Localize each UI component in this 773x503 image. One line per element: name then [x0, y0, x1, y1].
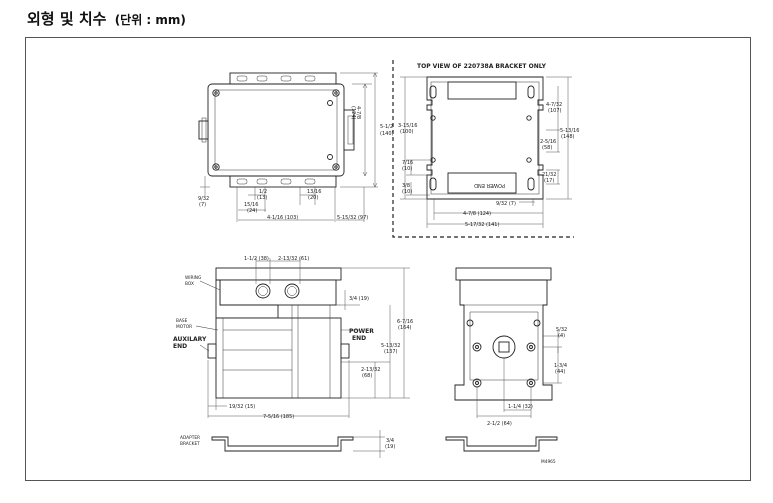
- adapter-bracket: [211, 436, 354, 452]
- dim-r2b: (58): [542, 145, 552, 151]
- label-power-2: END: [352, 335, 366, 342]
- power-connector: [340, 343, 350, 359]
- dim-side-t1: 1-1/2 (38): [244, 256, 269, 262]
- dim-l1: 3-15/16: [398, 123, 417, 129]
- dim-h1b: (124): [350, 106, 356, 119]
- dim-b2: 4-7/8 (124): [463, 211, 491, 217]
- dim-end-b2: 2-1/2 (64): [487, 421, 512, 427]
- dim-w3: 13/16: [307, 189, 321, 195]
- page-title: 외형 및 치수 (단위 : mm): [27, 8, 186, 29]
- bracket-bottom-block: [447, 172, 517, 194]
- label-aux-2: END: [173, 343, 187, 350]
- end-adapter-bracket: [445, 436, 558, 452]
- right-hub: [343, 109, 355, 151]
- dim-end-b1: 1-1/4 (32): [508, 404, 533, 410]
- top-right-view: TOP VIEW OF 220738A BRACKET ONLY POWER E…: [398, 63, 579, 228]
- label-power: POWER: [349, 328, 374, 335]
- dim-w4: 4-1/16 (103): [267, 215, 298, 221]
- dim-w5: 5-15/32 (97): [337, 215, 368, 221]
- dim-side-b2: 7-5/16 (185): [263, 414, 294, 420]
- dim-l1b: (100): [400, 129, 413, 135]
- end-body: [454, 279, 553, 401]
- dim-adapter-b: (19): [385, 444, 395, 450]
- side-body: [215, 317, 342, 399]
- drawing-code: M4965: [541, 459, 556, 465]
- dim-h1: 4-7/8: [355, 106, 361, 119]
- side-top-cap: [215, 267, 342, 281]
- wiring-box: [219, 279, 337, 306]
- label-base-2: MOTOR: [176, 324, 192, 330]
- dim-r4b: (17): [544, 178, 554, 184]
- dim-w3b: (20): [308, 195, 318, 201]
- dim-h3b: (7): [199, 202, 206, 208]
- dim-r4: 21/32: [542, 172, 556, 178]
- power-end-label: POWER END: [474, 182, 505, 188]
- dim-l3: 3/8: [402, 183, 410, 189]
- dim-r3b: (148): [561, 134, 574, 140]
- dim-side-m1: 3/4 (19): [349, 296, 369, 302]
- dim-h3: 9/32: [198, 196, 209, 202]
- bracket-caption: TOP VIEW OF 220738A BRACKET ONLY: [417, 63, 547, 70]
- dim-side-m4b: (164): [398, 325, 411, 331]
- dim-end-r2b: (44): [555, 369, 565, 375]
- dim-r2: 2-5/16: [540, 139, 556, 145]
- dim-h2: 5-1/2: [380, 124, 393, 130]
- actuator-body: [207, 83, 345, 177]
- aux-connector: [207, 343, 217, 359]
- left-shaft: [198, 120, 209, 140]
- label-adapter-2: BRACKET: [180, 441, 200, 447]
- dim-end-r2: 1-3/4: [554, 363, 567, 369]
- end-top-cap: [455, 267, 552, 281]
- dim-side-t2: 2-13/32 (61): [278, 256, 309, 262]
- title-unit: (단위 : mm): [114, 13, 186, 27]
- label-wiring: WIRING: [185, 275, 201, 281]
- dim-end-r1b: (4): [558, 333, 565, 339]
- bracket-separator: [392, 60, 574, 238]
- dim-l2: 7/16: [402, 160, 413, 166]
- top-left-view: 4-7/8 (124) 5-1/2 (140) 9/32 (7) 1/2 (13…: [198, 72, 393, 222]
- bottom-flange: [229, 174, 337, 188]
- dim-w1b: (13): [257, 195, 267, 201]
- dim-l3b: (10): [402, 189, 412, 195]
- top-flange: [229, 72, 337, 86]
- dim-side-m3: 5-13/32: [381, 343, 400, 349]
- title-text: 외형 및 치수: [27, 10, 107, 28]
- dim-adapter: 3/4: [386, 438, 394, 444]
- label-adapter: ADAPTER: [180, 435, 200, 441]
- dim-l2b: (10): [402, 166, 412, 172]
- dim-b1: 9/32 (7): [496, 201, 516, 207]
- label-aux: AUXILARY: [173, 336, 207, 343]
- dim-w2: 15/16: [244, 202, 258, 208]
- dim-end-r1: 5/32: [556, 327, 567, 333]
- dim-r1b: (107): [548, 108, 561, 114]
- dim-side-m2b: (68): [362, 373, 372, 379]
- dim-w1: 1/2: [259, 189, 267, 195]
- bottom-left-view: WIRING BOX BASE MOTOR AUXILARY END POWER…: [173, 256, 413, 458]
- dim-side-m3b: (137): [384, 349, 397, 355]
- dim-w2b: (24): [247, 208, 257, 214]
- label-base: BASE: [176, 318, 188, 324]
- label-wiring-2: BOX: [185, 281, 194, 287]
- dim-side-b1: 19/32 (15): [229, 404, 255, 410]
- dim-r3: 5-13/16: [560, 128, 579, 134]
- dim-side-m2: 2-13/32: [361, 367, 380, 373]
- dim-b3: 5-17/32 (141): [465, 222, 499, 228]
- drawing-frame: [25, 37, 751, 481]
- bracket-top-block: [447, 81, 517, 100]
- dim-r1: 4-7/32: [546, 102, 562, 108]
- dim-side-m4: 6-7/16: [397, 319, 413, 325]
- bottom-right-view: 5/32 (4) 1-3/4 (44) 1-1/4 (32) 2-1/2 (64…: [445, 267, 567, 465]
- dim-h2b: (140): [380, 131, 393, 137]
